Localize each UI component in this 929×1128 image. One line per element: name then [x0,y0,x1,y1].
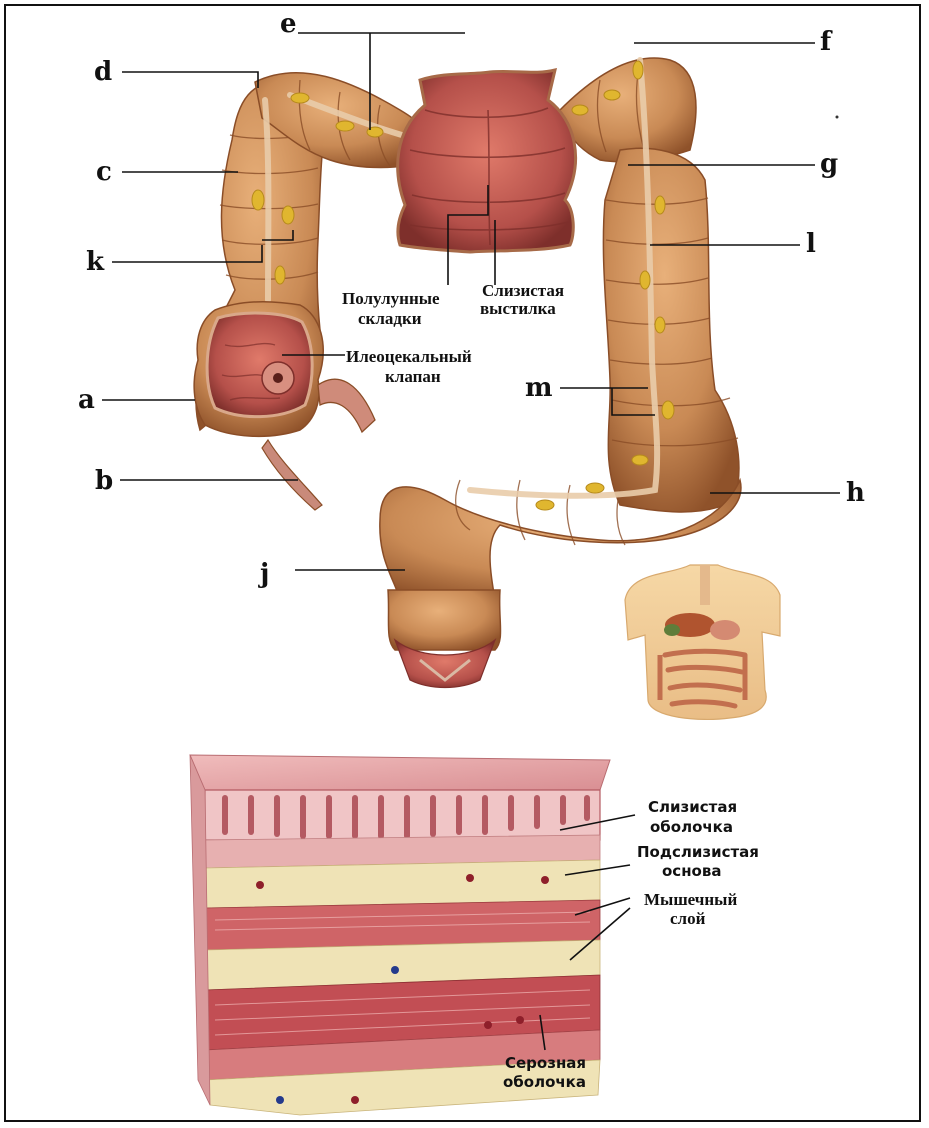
submucosa-label-2: основа [662,862,721,880]
label-a: a [78,385,95,415]
label-d: d [94,57,112,87]
mucosa-lining-label-1: Слизистая [482,281,564,300]
mucosa-lining-label-2: выстилка [480,299,556,318]
label-c: c [96,157,112,187]
ileocecal-valve-label-2: клапан [385,367,441,386]
muscle-layer-label-1: Мышечный [644,890,737,909]
stray-dot [836,116,839,119]
label-m: m [525,373,553,403]
semilunar-folds-label-2: складки [358,309,422,328]
body-inset [625,565,780,719]
submucosa-label-1: Подслизистая [637,843,759,861]
label-g: g [820,149,838,179]
label-f: f [820,27,833,57]
muscle-layer-label-2: слой [670,909,706,928]
serosa-label-1: Серозная [505,1054,586,1072]
mucous-membrane-label-1: Слизистая [648,798,737,816]
semilunar-folds-label-1: Полулунные [342,289,440,308]
colon-text-labels: Полулунные складки Слизистая выстилка Ил… [342,281,564,386]
label-j: j [258,559,269,589]
label-h: h [846,478,865,508]
mucous-membrane-label-2: оболочка [650,818,733,836]
colon-illustration [194,58,780,719]
ileocecal-valve-label-1: Илеоцекальный [346,347,472,366]
label-l: l [806,229,816,259]
label-e: e [280,9,297,39]
label-k: k [86,247,105,277]
villi [205,790,600,840]
label-b: b [95,466,113,496]
serosa-label-2: оболочка [503,1073,586,1091]
